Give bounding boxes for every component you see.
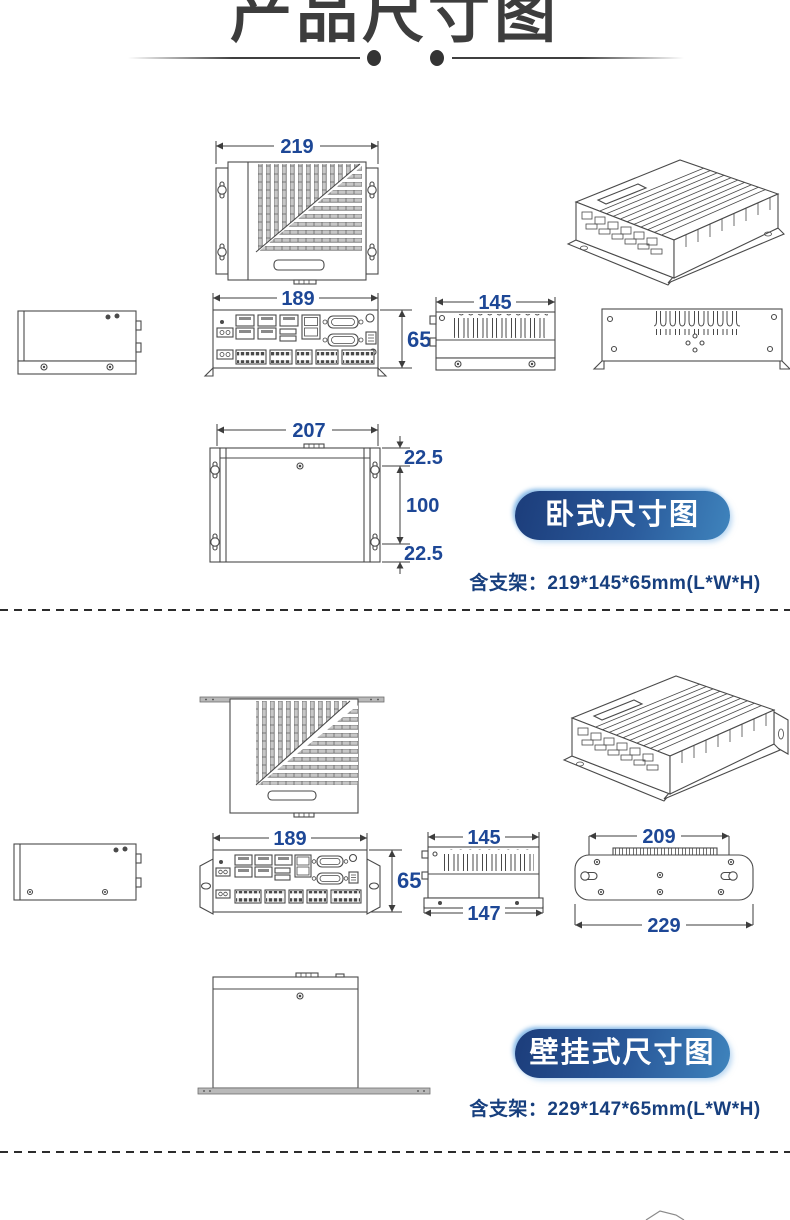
horizontal-rear-view-drawing <box>592 308 790 370</box>
keyhole-slots <box>210 461 380 551</box>
io-ports <box>216 313 377 365</box>
section-separator <box>0 1151 790 1153</box>
svg-text:145: 145 <box>478 292 511 314</box>
svg-text:229: 229 <box>647 915 680 937</box>
wallmount-left-side-view-drawing <box>13 843 142 901</box>
wallmount-size-badge: 壁挂式尺寸图 <box>515 1029 730 1078</box>
iso-front-ports <box>577 727 659 771</box>
svg-text:189: 189 <box>281 288 314 310</box>
wallmount-size-spec: 含支架：229*147*65mm(L*W*H) <box>440 1094 790 1121</box>
svg-text:189: 189 <box>273 828 306 850</box>
horizontal-size-badge: 卧式尺寸图 <box>515 491 730 540</box>
title-divider <box>0 50 790 68</box>
spec-label: 含支架： <box>469 1099 548 1120</box>
divider-line-right <box>452 57 684 59</box>
svg-text:65: 65 <box>397 868 421 893</box>
svg-text:65: 65 <box>407 327 431 352</box>
page-title: 产品尺寸图 <box>229 0 560 50</box>
horizontal-bottom-view-drawing: 207 22.5 100 22.5 <box>209 420 443 574</box>
terminal-blocks <box>234 889 362 904</box>
svg-text:145: 145 <box>467 827 500 849</box>
svg-text:22.5: 22.5 <box>404 447 443 469</box>
section-separator <box>0 609 790 611</box>
keyhole-slots <box>217 181 377 261</box>
horizontal-side-view-145-drawing: 145 <box>429 292 556 371</box>
iso-front-ports <box>581 211 663 255</box>
wallmount-isometric-view-drawing <box>562 675 789 802</box>
wallmount-bottom-view-drawing <box>197 972 431 1095</box>
svg-text:207: 207 <box>292 420 325 442</box>
horizontal-left-side-view-drawing <box>17 310 142 375</box>
terminal-blocks <box>235 349 375 365</box>
svg-text:219: 219 <box>280 136 313 158</box>
horizontal-front-io-view-drawing: 189 65 <box>203 288 431 377</box>
horizontal-size-spec: 含支架：219*145*65mm(L*W*H) <box>440 568 790 595</box>
divider-dot <box>430 50 444 66</box>
keyhole-slots <box>580 871 738 881</box>
horizontal-top-view-drawing: 219 <box>215 136 379 285</box>
spec-value: 229*147*65mm(L*W*H) <box>547 1099 761 1120</box>
next-drawing-partial <box>645 1210 685 1220</box>
spec-value: 219*145*65mm(L*W*H) <box>547 573 761 594</box>
svg-text:22.5: 22.5 <box>404 543 443 565</box>
horizontal-isometric-view-drawing <box>566 159 785 286</box>
svg-text:100: 100 <box>406 495 439 517</box>
wallmount-side-view-145-147-drawing: 145 147 <box>421 827 544 925</box>
wallmount-bracket-plate-drawing: 209 229 <box>574 826 754 937</box>
io-ports <box>215 853 362 904</box>
spec-label: 含支架： <box>469 573 548 594</box>
wallmount-top-view-drawing <box>199 696 385 818</box>
svg-text:209: 209 <box>642 826 675 848</box>
divider-line-left <box>128 57 360 59</box>
divider-dot <box>367 50 381 66</box>
svg-text:147: 147 <box>467 903 500 925</box>
wallmount-front-io-view-drawing: 189 65 <box>199 828 421 915</box>
